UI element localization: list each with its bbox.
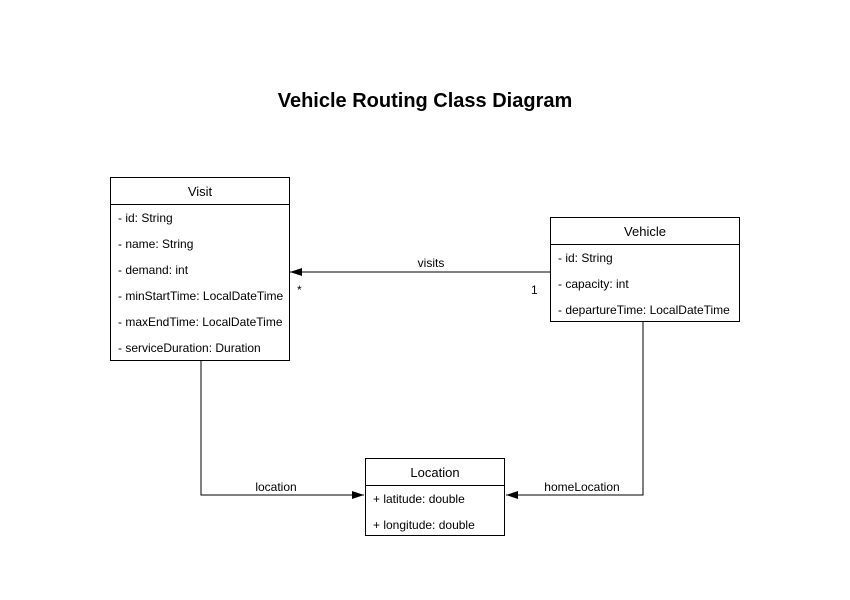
visits-association-label: visits [415, 256, 447, 270]
visit-attribute-maxendtime: - maxEndTime: LocalDateTime [118, 315, 283, 329]
homelocation-association-arrow [506, 322, 644, 499]
visit-class-box: Visit - id: String - name: String - dema… [110, 177, 290, 361]
vehicle-attribute-id: - id: String [558, 251, 613, 265]
location-association-label: location [253, 480, 299, 494]
location-attribute-longitude: + longitude: double [373, 518, 475, 532]
visit-class-name: Visit [111, 178, 289, 205]
visit-attribute-name: - name: String [118, 237, 194, 251]
location-class-name: Location [366, 459, 504, 486]
visits-target-multiplicity: * [297, 283, 302, 297]
visit-attribute-minstarttime: - minStartTime: LocalDateTime [118, 289, 284, 303]
diagram-title: Vehicle Routing Class Diagram [277, 90, 573, 112]
vehicle-attribute-departuretime: - departureTime: LocalDateTime [558, 303, 730, 317]
location-attribute-latitude: + latitude: double [373, 492, 465, 506]
vehicle-class-box: Vehicle - id: String - capacity: int - d… [550, 217, 740, 322]
location-class-box: Location + latitude: double + longitude:… [365, 458, 505, 536]
vehicle-class-name: Vehicle [551, 218, 739, 245]
visit-attribute-id: - id: String [118, 211, 173, 225]
visit-attribute-demand: - demand: int [118, 263, 189, 277]
vehicle-attribute-capacity: - capacity: int [558, 277, 629, 291]
location-association-arrow [200, 361, 364, 499]
visit-attribute-serviceduration: - serviceDuration: Duration [118, 341, 261, 355]
visits-source-multiplicity: 1 [531, 283, 538, 297]
homelocation-association-label: homeLocation [542, 480, 622, 494]
